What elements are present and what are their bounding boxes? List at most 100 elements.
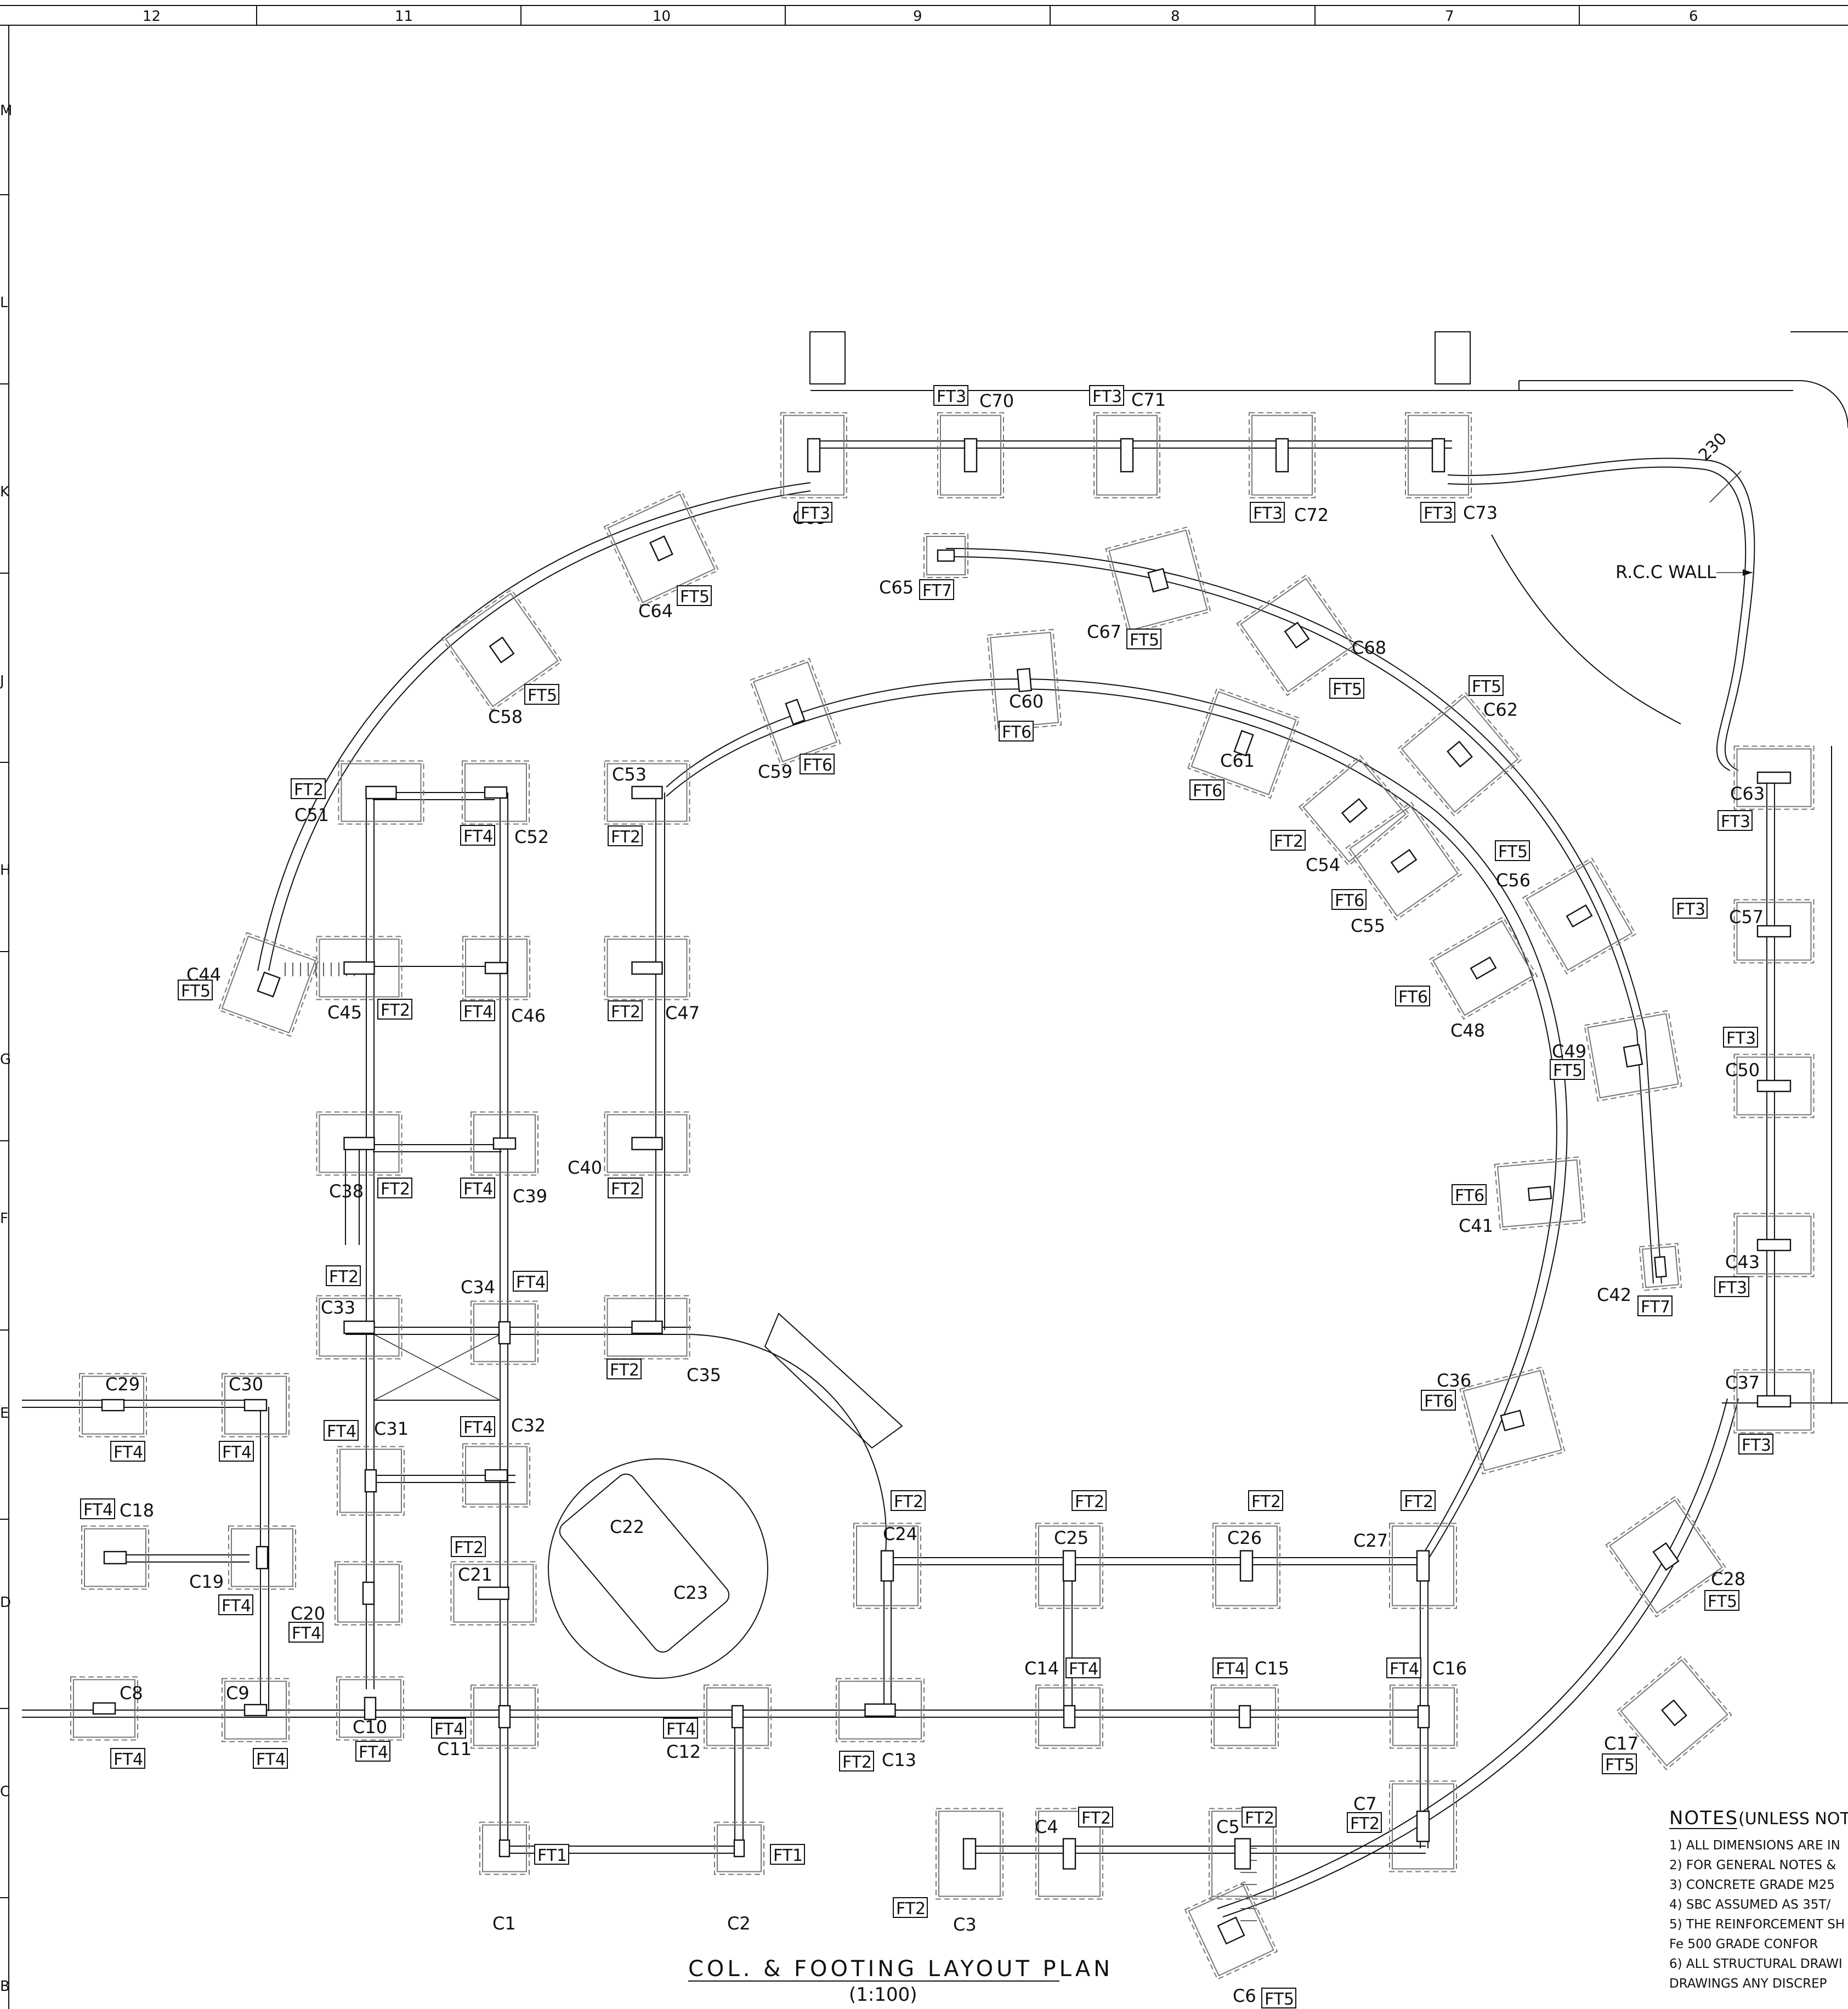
footing-tag-box (1673, 898, 1708, 919)
grid-label-col-12: 12 (143, 8, 161, 25)
footing-tag-box (1065, 1657, 1101, 1678)
footing-outline (1733, 899, 1815, 964)
footing-tag-box (1637, 1295, 1673, 1316)
footing-inner (783, 415, 844, 496)
outer-arc-beam (257, 482, 811, 971)
footing-tag-box (1420, 502, 1455, 523)
footing-inner (606, 1298, 688, 1357)
plan-title-block: COL. & FOOTING LAYOUT PLAN (1:100) (688, 1956, 1110, 2006)
footing-tag: FT6 (1193, 782, 1222, 801)
footing-inner (1736, 1215, 1812, 1275)
column-label: C23 (673, 1582, 708, 1603)
column-section (1416, 1550, 1430, 1582)
footing-outline (1212, 1523, 1280, 1609)
footing-outline (450, 1561, 537, 1626)
footing-tag: FT5 (181, 982, 211, 1001)
footing-inner (606, 763, 688, 822)
column-section (1654, 1255, 1667, 1278)
footing-outline (1397, 691, 1523, 817)
circular-pit (548, 1458, 768, 1679)
walls-and-beams (22, 331, 1848, 1921)
column-section (1062, 1838, 1076, 1870)
footing-tag-box (608, 825, 643, 846)
footing-outline (470, 1684, 538, 1749)
footing-outline (1105, 526, 1211, 635)
footing-outline (1236, 574, 1358, 697)
column-section (1756, 771, 1792, 784)
column-section (1500, 1410, 1525, 1431)
column-section (343, 961, 375, 975)
inner-arc-beam (666, 678, 1568, 1564)
column-section (1417, 1705, 1430, 1729)
footing-outline (81, 1525, 149, 1590)
grid-label-row-H: H (0, 862, 11, 879)
footing-tag-box (606, 1359, 642, 1379)
column-section (498, 1321, 511, 1345)
footing-tag-box (377, 1178, 412, 1198)
column-section (1527, 1185, 1552, 1202)
column-label: C63 (1730, 783, 1765, 804)
footing-tag-box (677, 585, 712, 606)
footing-outline (70, 1676, 138, 1741)
footing-tag: FT6 (1335, 891, 1364, 910)
footing-tag: FT4 (463, 1003, 493, 1022)
column-section (733, 1839, 745, 1858)
column-label: C26 (1227, 1527, 1262, 1548)
column-label: C17 (1604, 1733, 1639, 1754)
note-line-1: 1) ALL DIMENSIONS ARE IN (1669, 1838, 1840, 1853)
footing-outline (1605, 1495, 1727, 1618)
footing-inner (1736, 902, 1812, 961)
door-swing-arc (690, 1334, 887, 1553)
footing-inner (1620, 1659, 1728, 1767)
footing-tag-box (1331, 889, 1367, 910)
column-section (785, 698, 806, 726)
column-section (243, 1399, 268, 1412)
column-label: C60 (1009, 691, 1044, 712)
footing-tag: FT4 (516, 1273, 546, 1292)
footing-tag: FT2 (1404, 1492, 1433, 1512)
footing-inner (1462, 1369, 1562, 1472)
column-section (1147, 568, 1169, 593)
footing-tag: FT4 (83, 1501, 113, 1520)
grid-label-col-8: 8 (1171, 8, 1180, 25)
footing-inner (1432, 920, 1534, 1016)
footing-tag-box (933, 385, 968, 406)
column-section (498, 1839, 511, 1858)
footing-inner (1191, 691, 1297, 796)
column-label: C36 (1437, 1370, 1471, 1391)
footing-tag: FT5 (528, 686, 557, 705)
column-label: C21 (458, 1564, 492, 1585)
footing-tag-box (1469, 675, 1504, 696)
footing-tag: FT3 (1742, 1436, 1771, 1455)
footing-inner (1736, 748, 1812, 807)
column-section (1238, 1705, 1251, 1729)
column-label: C43 (1725, 1252, 1760, 1272)
column-label: C33 (321, 1297, 355, 1318)
column-section (1016, 667, 1033, 693)
footing-tag-box (534, 1844, 569, 1865)
footing-tag: FT2 (1075, 1492, 1104, 1512)
footing-tag: FT3 (801, 504, 830, 523)
column-section (937, 549, 955, 562)
footing-outline (1035, 1523, 1103, 1609)
footing-inner (1038, 1810, 1101, 1897)
footing-tag-box (218, 1594, 253, 1615)
footing-tag-box (253, 1748, 288, 1769)
footing-tag: FT4 (1390, 1660, 1419, 1679)
footing-tag: FT2 (1081, 1809, 1111, 1828)
column-label: C11 (437, 1739, 472, 1759)
column-label: C50 (1725, 1060, 1760, 1080)
footing-tag-box (1347, 1812, 1382, 1833)
footing-outline (923, 533, 968, 578)
